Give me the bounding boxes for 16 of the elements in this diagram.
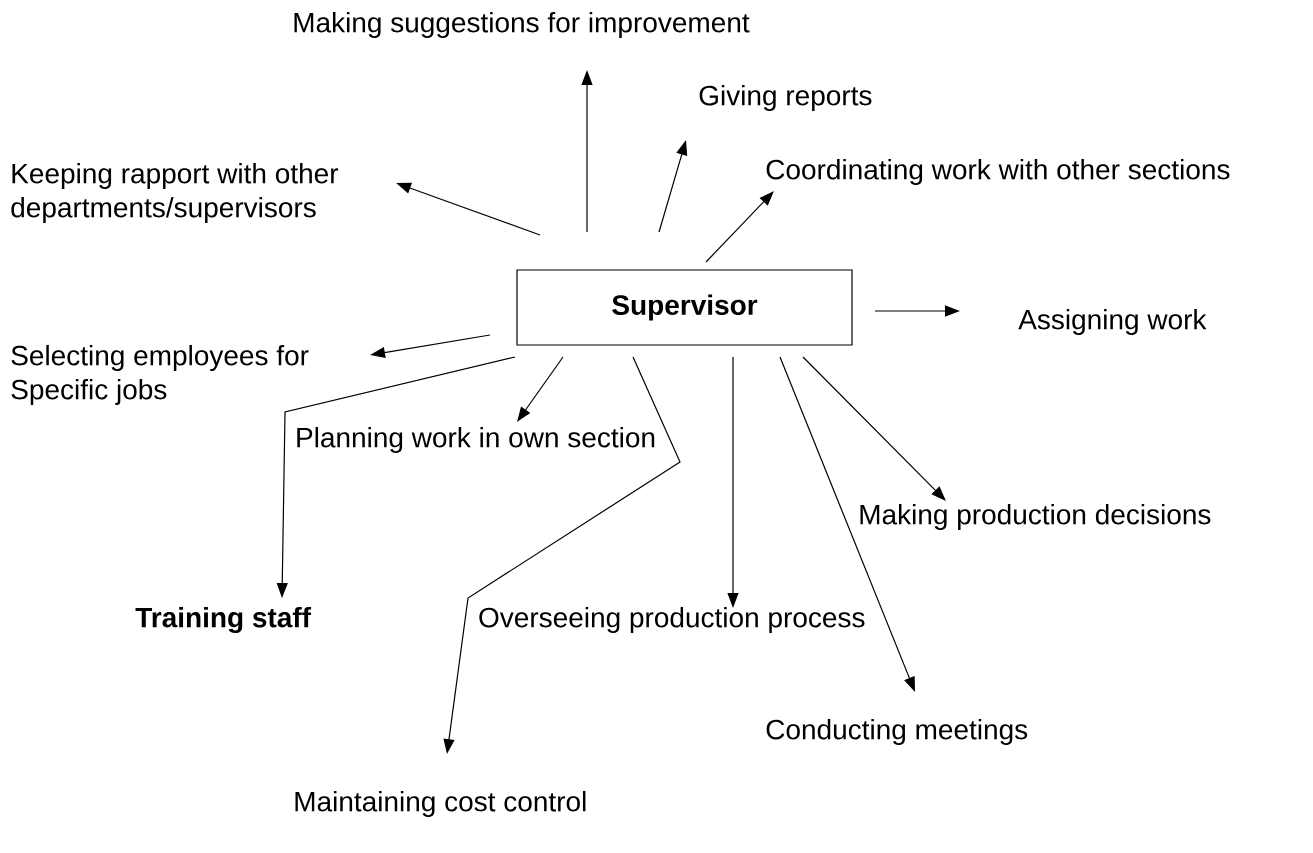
duty-label: Maintaining cost control [295,790,586,818]
duty-label: Giving reports [699,84,872,112]
duty-label: Making production decisions [860,503,1211,531]
duty-label: Overseeing production process [478,606,866,634]
duty-label: Training staff [135,606,312,634]
duty-label: Planning work in own section [295,426,657,454]
duty-label: Selecting employees for Specific jobs [11,344,309,406]
role-box: Supervisor [516,269,853,346]
arrow [802,356,946,501]
duty-label: Conducting meetings [766,718,1028,746]
duty-label: Coordinating work with other sections [766,158,1230,186]
arrow [517,356,564,422]
duty-label: Keeping rapport with other departments/supervisors [11,162,339,224]
arrow [705,191,774,263]
duty-label: Assigning work [1018,308,1207,336]
duty-label: Making suggestions for improvement [294,11,750,39]
